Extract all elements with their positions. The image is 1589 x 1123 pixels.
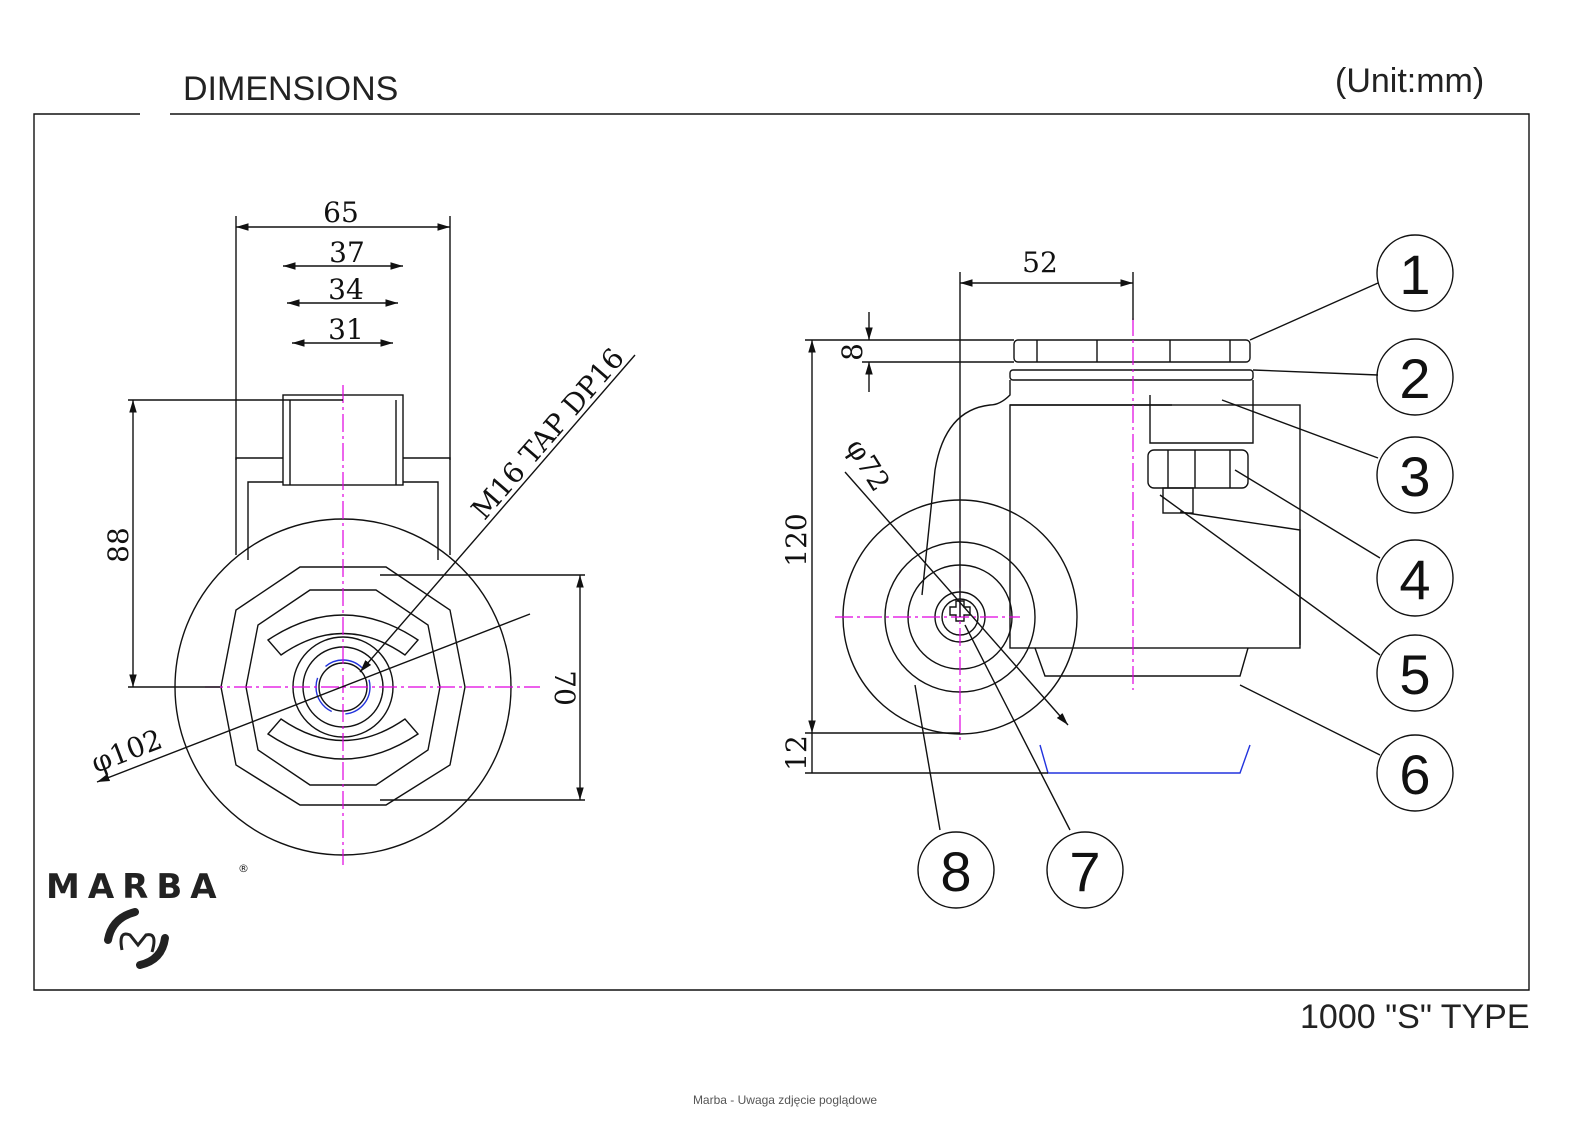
svg-text:4: 4 [1399,548,1430,611]
logo-registered-mark: ® [238,862,249,875]
dim-70: 70 [548,670,581,706]
svg-text:7: 7 [1069,840,1100,903]
svg-text:3: 3 [1399,445,1430,508]
dim-52: 52 [1022,246,1058,279]
dim-88: 88 [102,527,135,563]
callout-1: 1 [1376,234,1454,312]
dim-phi72: φ72 [839,433,896,497]
front-view: 65 37 34 31 88 70 φ102 M16 TAP DP16 [87,196,636,865]
svg-text:6: 6 [1399,743,1430,806]
callouts: 1 2 3 4 5 6 8 7 [917,234,1454,909]
dim-120: 120 [780,513,813,566]
dim-31: 31 [328,313,364,346]
callout-3: 3 [1376,436,1454,514]
callout-6: 6 [1376,734,1454,812]
svg-text:5: 5 [1399,643,1430,706]
dim-65: 65 [323,196,359,229]
svg-text:2: 2 [1399,347,1430,410]
svg-text:1: 1 [1399,243,1430,306]
marba-logo: MARBA ® [46,862,249,969]
logo-text: MARBA [46,867,225,907]
dim-tap: M16 TAP DP16 [465,342,631,526]
callout-5: 5 [1376,634,1454,712]
drawing-title: DIMENSIONS [183,70,399,108]
model-type-label: 1000 "S" TYPE [1300,998,1530,1036]
dim-37: 37 [329,236,365,269]
dim-8: 8 [836,343,869,361]
callout-7: 7 [1046,831,1124,909]
dim-34: 34 [328,273,364,306]
drawing-frame [33,113,1530,991]
dim-12: 12 [780,735,813,771]
svg-text:8: 8 [940,840,971,903]
callout-2: 2 [1376,338,1454,416]
callout-8: 8 [917,831,995,909]
side-view: 52 8 120 12 φ72 [780,246,1381,831]
callout-4: 4 [1376,539,1454,617]
unit-label: (Unit:mm) [1335,62,1485,100]
image-caption: Marba - Uwaga zdjęcie poglądowe [692,1093,878,1107]
